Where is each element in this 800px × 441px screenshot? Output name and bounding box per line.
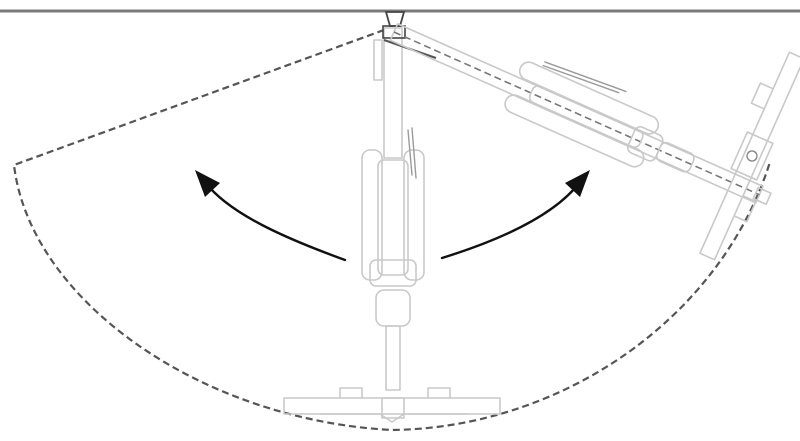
- tilted-base: [699, 51, 800, 261]
- tilted-stand-icon: [389, 22, 772, 206]
- arrow-left-icon: [195, 170, 347, 262]
- arrow-right-icon: [440, 170, 590, 260]
- hanging-stand-icon: [283, 27, 501, 423]
- pivot-mount-icon: [382, 11, 437, 59]
- swing-arc: [12, 28, 772, 432]
